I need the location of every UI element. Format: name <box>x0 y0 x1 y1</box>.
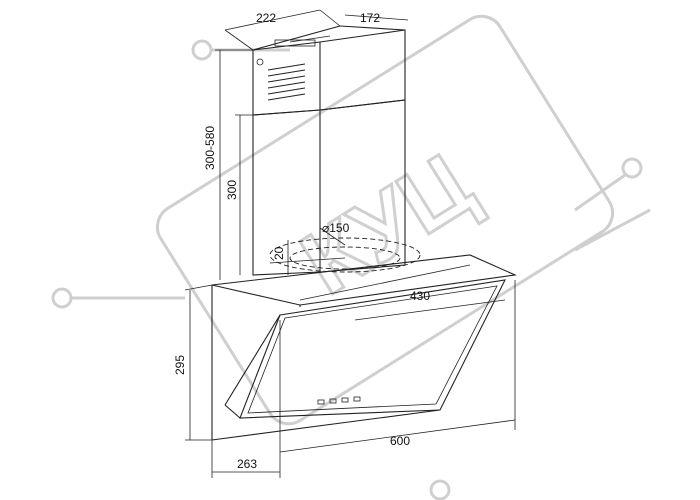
dim-chimney-lower: 300 <box>225 180 239 200</box>
dim-hood-width: 600 <box>390 434 410 448</box>
dim-chimney-width: 222 <box>256 11 276 25</box>
vent-slots-icon <box>267 63 306 101</box>
control-buttons <box>317 396 361 405</box>
dim-chimney-depth: 172 <box>360 11 380 25</box>
watermark: КУЦ <box>51 14 651 500</box>
dim-chimney-height-range: 300-580 <box>203 126 217 170</box>
chimney-upper <box>252 25 406 116</box>
dim-outlet-offset: 20 <box>272 246 286 260</box>
dim-hood-depth: 263 <box>237 457 257 471</box>
dimension-labels: 222 172 300-580 300 20 ⌀150 430 295 600 … <box>173 11 430 471</box>
dim-outlet-diameter: ⌀150 <box>322 221 350 235</box>
hood-body <box>211 254 517 441</box>
dim-glass-height: 295 <box>173 355 187 375</box>
dimension-lines <box>184 9 516 478</box>
dim-inner-depth: 430 <box>410 289 430 303</box>
